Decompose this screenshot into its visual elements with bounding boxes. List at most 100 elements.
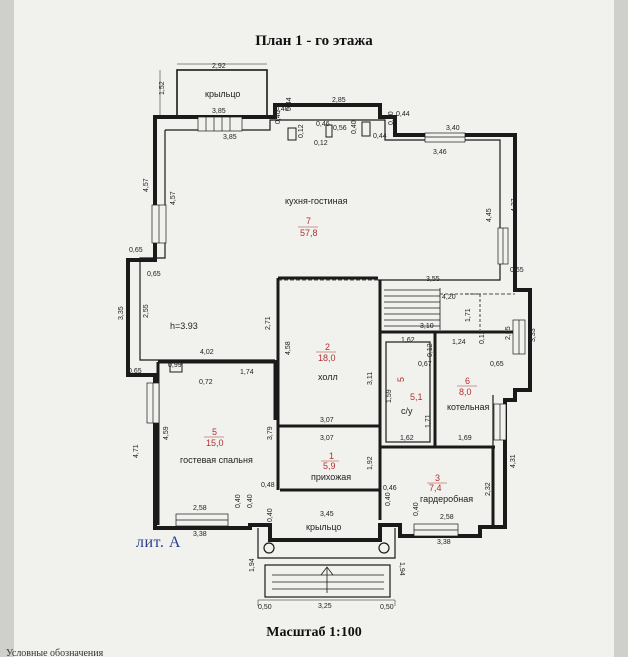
room-area-boiler: 8,0 <box>459 387 472 397</box>
dim-text: 0,44 <box>373 133 387 140</box>
dim-text: 0,65 <box>490 361 504 368</box>
porch-bottom-outline <box>257 528 396 559</box>
ceiling-height-label: h=3.93 <box>170 321 198 331</box>
dim-text: 4,37 <box>511 198 518 212</box>
dim-text: 0,12 <box>314 140 328 147</box>
dim-text: 2,58 <box>440 514 454 521</box>
porch-column-left <box>263 542 275 554</box>
dim-text: 2,92 <box>212 63 226 70</box>
room-number-kitchen: 7 <box>306 216 311 226</box>
porch-column-right <box>378 542 390 554</box>
dim-text: 1,69 <box>458 435 472 442</box>
dim-text: 0,44 <box>396 111 410 118</box>
dim-text: 2,71 <box>265 316 272 330</box>
dim-text: 4,71 <box>133 444 140 458</box>
room-number-entry: 1 <box>329 451 334 461</box>
dim-text: 0,40 <box>235 494 242 508</box>
dim-text: 3,46 <box>433 149 447 156</box>
dim-text: 0,72 <box>199 379 213 386</box>
plan-title: План 1 - го этажа <box>255 33 373 49</box>
room-area-hall: 18,0 <box>318 353 336 363</box>
dim-text: 1,62 <box>401 337 415 344</box>
room-name-entry: прихожая <box>311 472 351 482</box>
dim-text: 3,55 <box>426 276 440 283</box>
dim-text: 0,48 <box>261 482 275 489</box>
dim-text: 3,45 <box>320 511 334 518</box>
dim-text: 0,65 <box>147 271 161 278</box>
liter-label: лит. А <box>136 534 181 551</box>
dim-text: 1,71 <box>425 414 432 428</box>
dim-text: 0,65 <box>129 247 143 254</box>
dim-text: 3,79 <box>267 426 274 440</box>
dim-text: 0,44 <box>286 97 293 111</box>
dim-text: 1,62 <box>400 435 414 442</box>
dim-text: 4,20 <box>442 294 456 301</box>
footer-note-text: Условные обозначения <box>6 648 104 657</box>
dim-text: 2,55 <box>505 326 512 340</box>
room-area-entry: 5,9 <box>323 461 336 471</box>
room-number-guest: 5 <box>212 427 217 437</box>
dim-text: 4,31 <box>510 454 517 468</box>
dim-text: 0,65 <box>510 267 524 274</box>
dim-text: 3,33 <box>530 328 537 342</box>
dim-text: 2,58 <box>193 505 207 512</box>
porch-bottom-label: крыльцо <box>306 522 341 532</box>
dim-text: 0,67 <box>418 361 432 368</box>
dim-text: 1,94 <box>249 558 256 572</box>
dim-text: 1,71 <box>465 308 472 322</box>
dim-text: 0,12 <box>479 330 486 344</box>
porch-top-label: крыльцо <box>205 89 240 99</box>
dim-text: 0,40 <box>275 110 282 124</box>
dim-text: 3,85 <box>212 108 226 115</box>
dim-text: 2,55 <box>143 304 150 318</box>
room-area-guest: 15,0 <box>206 438 224 448</box>
dim-text: 3,07 <box>320 435 334 442</box>
dim-text: 0,40 <box>388 111 395 125</box>
dim-text: 4,45 <box>486 208 493 222</box>
dim-text: 4,02 <box>200 349 214 356</box>
dim-text: 0,12 <box>427 343 434 357</box>
dim-text: 0,46 <box>383 485 397 492</box>
dim-text: 0,40 <box>275 106 289 113</box>
dim-text: 0,50 <box>380 604 394 611</box>
room-area-bath: 5,1 <box>410 392 423 402</box>
dim-text: 3,35 <box>118 306 125 320</box>
scale-label: Масштаб 1:100 <box>266 625 362 640</box>
dim-text: 3,38 <box>193 531 207 538</box>
dim-text: 1,59 <box>386 389 393 403</box>
room-number-bath: 5 <box>396 377 406 382</box>
room-number-wardrobe: 3 <box>435 473 440 483</box>
dim-text: 0,46 <box>316 121 330 128</box>
room-area-wardrobe: 7,4 <box>429 483 442 493</box>
dim-text: 4,57 <box>143 178 150 192</box>
dim-text: 0,40 <box>267 508 274 522</box>
dim-text: 0,99 <box>168 362 182 369</box>
dim-text: 0,40 <box>351 120 358 134</box>
dim-text: 0,40 <box>385 492 392 506</box>
dim-text: 0,40 <box>247 494 254 508</box>
dim-text: 1,94 <box>398 562 405 576</box>
dim-text: 4,58 <box>285 341 292 355</box>
dim-text: 3,11 <box>367 372 374 385</box>
dim-text: 0,50 <box>258 604 272 611</box>
room-name-bath: с/у <box>401 406 413 416</box>
room-area-kitchen: 57,8 <box>300 228 318 238</box>
dim-text: 0,56 <box>333 125 347 132</box>
dim-text: 0,12 <box>298 124 305 138</box>
dim-text: 1,52 <box>159 81 166 95</box>
dim-text: 1,74 <box>240 369 254 376</box>
room-name-hall: холл <box>318 372 338 382</box>
room-number-boiler: 6 <box>465 376 470 386</box>
outer-wall <box>126 103 532 542</box>
dim-text: 0,65 <box>128 368 142 375</box>
footer-note: Условные обозначения <box>0 648 628 657</box>
room-name-boiler: котельная <box>447 402 489 412</box>
dim-text: 1,92 <box>367 456 374 470</box>
dim-text: 3,85 <box>223 134 237 141</box>
dim-text: 2,32 <box>485 482 492 496</box>
dim-text: 3,40 <box>446 125 460 132</box>
staircase <box>384 288 481 330</box>
room-name-wardrobe: гардеробная <box>420 494 473 504</box>
room-name-guest: гостевая спальня <box>180 455 253 465</box>
